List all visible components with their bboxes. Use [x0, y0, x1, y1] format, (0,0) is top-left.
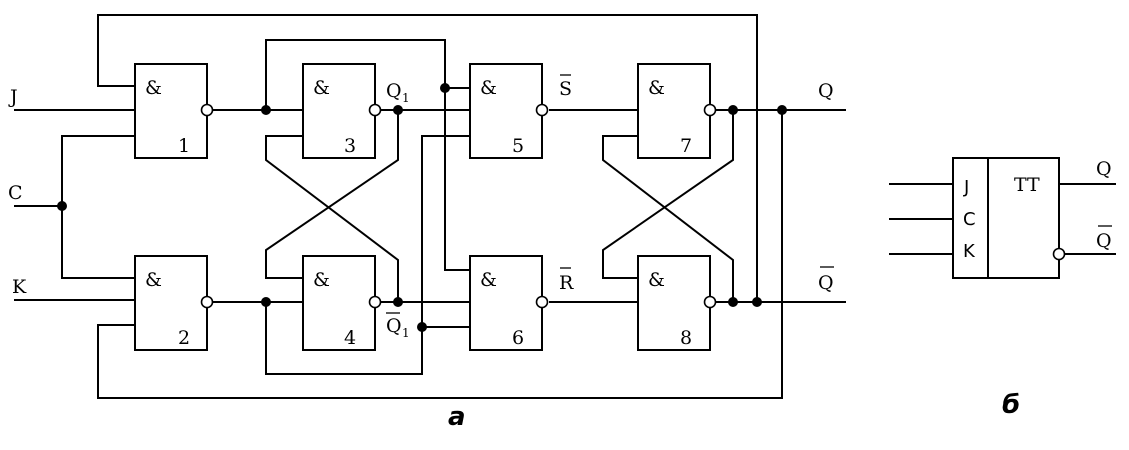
junction-dot	[261, 297, 271, 307]
svg-text:R: R	[559, 272, 574, 294]
gate-3: & 3	[302, 63, 382, 159]
gate-symbol: &	[313, 77, 330, 99]
gate-symbol: &	[480, 77, 497, 99]
junction-dot	[777, 105, 787, 115]
gate-number: 2	[178, 327, 190, 349]
symbol-k-label: K	[963, 241, 976, 262]
inverter-bubble	[535, 103, 549, 117]
q1bar-label: Q 1	[386, 312, 410, 340]
r-bar-label: R	[559, 267, 574, 294]
gate-number: 5	[512, 135, 524, 157]
wires	[14, 14, 846, 399]
k-input-label: K	[12, 276, 27, 298]
gate-number: 3	[344, 135, 356, 157]
c-input-label: C	[8, 182, 23, 204]
q1-to-g4-wire	[265, 109, 399, 279]
q1-label: Q 1	[386, 80, 410, 105]
svg-text:1: 1	[402, 91, 410, 105]
g2-to-g5-wire	[265, 135, 471, 375]
gate-4: & 4	[302, 255, 382, 351]
symbol-c-label: C	[963, 209, 976, 230]
junction-dot	[440, 83, 450, 93]
gate-symbol: &	[480, 269, 497, 291]
svg-text:S: S	[559, 78, 572, 100]
inverter-bubble	[535, 295, 549, 309]
svg-text:Q: Q	[818, 272, 834, 294]
caption-a: а	[448, 402, 466, 432]
gate-6: & 6	[469, 255, 549, 351]
symbol-body	[952, 157, 1060, 279]
junction-dot	[261, 105, 271, 115]
gate-number: 1	[178, 135, 190, 157]
gate-number: 8	[680, 327, 692, 349]
gate-5: & 5	[469, 63, 549, 159]
gate-symbol: &	[313, 269, 330, 291]
qbar-to-g7-wire	[602, 135, 734, 303]
inverter-bubble	[368, 295, 382, 309]
symbol-j-label: J	[963, 177, 969, 198]
junction-dot	[728, 297, 738, 307]
junction-dot	[417, 322, 427, 332]
qbar-output-label: Q	[818, 266, 834, 294]
junction-dot	[728, 105, 738, 115]
g1-to-g6-wire	[265, 39, 471, 271]
caption-b: б	[1002, 390, 1020, 420]
j-input-label: J	[8, 86, 18, 108]
symbol-type-label: TT	[1014, 174, 1040, 196]
symbol-qbar-label: Q	[1096, 230, 1112, 252]
svg-text:Q: Q	[386, 315, 402, 337]
inverter-bubble	[368, 103, 382, 117]
symbol-q-label: Q	[1096, 158, 1112, 180]
junction-dot	[393, 297, 403, 307]
jk-trigger-symbol: J C K TT Q Q	[889, 157, 1116, 279]
q1bar-to-g3-wire	[265, 135, 399, 303]
junction-dot	[752, 297, 762, 307]
inverter-bubble	[703, 295, 717, 309]
s-bar-label: S	[559, 74, 572, 100]
gate-number: 4	[344, 327, 356, 349]
gate-number: 7	[680, 135, 692, 157]
q-output-label: Q	[818, 80, 834, 102]
gate-symbol: &	[145, 269, 162, 291]
inverter-bubble	[703, 103, 717, 117]
gate-8: & 8	[637, 255, 717, 351]
junction-dot	[57, 201, 67, 211]
q-to-g8-wire	[602, 109, 734, 279]
inverter-bubble	[200, 295, 214, 309]
gate-1: & 1	[134, 63, 214, 159]
inverter-bubble	[200, 103, 214, 117]
gate-symbol: &	[648, 269, 665, 291]
svg-text:1: 1	[402, 326, 410, 340]
inverter-bubble	[1052, 247, 1066, 261]
gate-symbol: &	[145, 77, 162, 99]
junction-dot	[393, 105, 403, 115]
svg-text:Q: Q	[386, 80, 402, 102]
gate-number: 6	[512, 327, 524, 349]
gate-7: & 7	[637, 63, 717, 159]
gate-2: & 2	[134, 255, 214, 351]
junction-dots	[57, 83, 787, 332]
gate-symbol: &	[648, 77, 665, 99]
